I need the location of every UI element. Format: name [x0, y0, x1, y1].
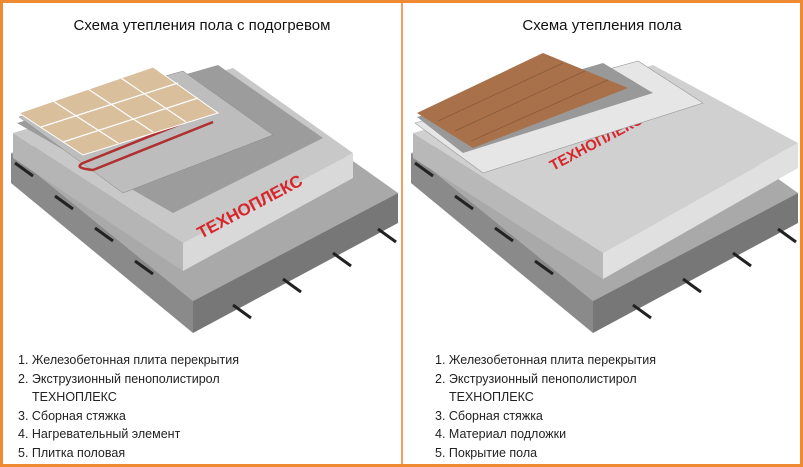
legend-item: ТЕХНОПЛЕКС: [32, 390, 117, 404]
xps-layer-front: [13, 133, 183, 271]
xps-layer-front: [413, 133, 603, 279]
heated-floor-diagram: ТЕХНОПЛЕКС: [11, 65, 398, 333]
tile-joints: [40, 77, 199, 144]
legend-list: 1. Железобетонная плита перекрытия 2. Эк…: [435, 351, 656, 462]
legend-item: 2. Экструзионный пенополистирол: [435, 371, 637, 386]
floor-diagram: ТЕХНОПЛЕКС: [411, 53, 798, 333]
panel-floor: Схема утепления пола ТЕХНОПЛЕКС 1. Же: [403, 3, 801, 464]
legend-item: 1. Железобетонная плита перекрытия: [18, 353, 239, 367]
legend-item: 3. Сборная стяжка: [435, 408, 543, 423]
legend-item: ТЕХНОПЛЕКС: [449, 390, 534, 404]
legend-item: 5. Плитка половая: [18, 445, 126, 460]
floor-tiles: [17, 66, 220, 156]
concrete-slab-side: [193, 193, 398, 333]
panel-heated-floor: Схема утепления пола с подогревом ТЕХНОП…: [3, 3, 401, 464]
legend-item: 3. Сборная стяжка: [18, 408, 126, 423]
xps-layer-side: [183, 153, 353, 271]
rebar-ends: [14, 161, 397, 320]
legend-item: 4. Материал подложки: [435, 427, 567, 441]
legend-list: 1. Железобетонная плита перекрытия 2. Эк…: [18, 351, 239, 462]
xps-layer-side: [603, 143, 798, 279]
panel-divider: [401, 3, 403, 464]
legend-item: 4. Нагревательный элемент: [18, 427, 181, 441]
concrete-slab-side: [593, 193, 798, 333]
legend-item: 2. Экструзионный пенополистирол: [18, 371, 220, 386]
panel-title: Схема утепления пола: [522, 17, 682, 34]
legend-item: 1. Железобетонная плита перекрытия: [435, 353, 656, 367]
panel-title: Схема утепления пола с подогревом: [73, 17, 331, 34]
legend-item: 5. Покрытие пола: [435, 445, 538, 460]
wood-planks: [437, 62, 609, 142]
rebar-ends: [414, 161, 797, 320]
